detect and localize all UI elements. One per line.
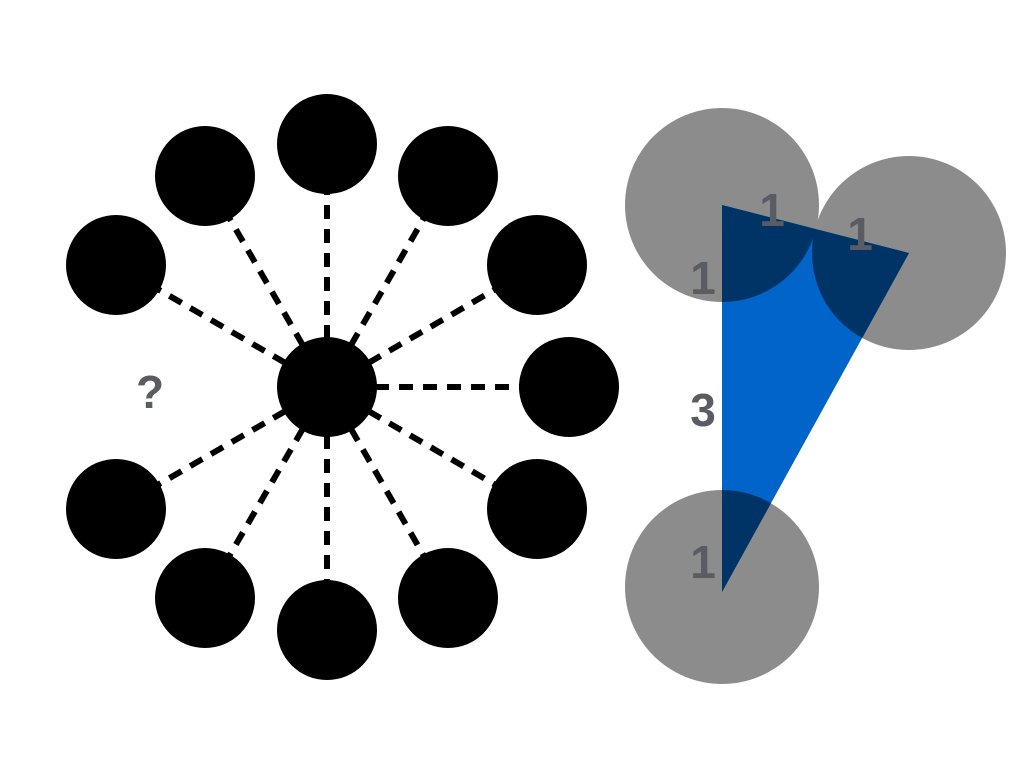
outer-circle — [277, 94, 377, 194]
edge-label: 1 — [690, 536, 716, 588]
outer-circle — [155, 126, 255, 226]
outer-circle — [519, 337, 619, 437]
edge-label: 1 — [759, 184, 785, 236]
overlap-region — [722, 205, 819, 302]
overlap-region — [812, 205, 909, 350]
edge-label: 1 — [847, 208, 873, 260]
outer-circle — [277, 580, 377, 680]
outer-circle — [66, 215, 166, 315]
center-circle — [277, 337, 377, 437]
outer-circle — [487, 215, 587, 315]
outer-circle — [398, 548, 498, 648]
outer-circle — [66, 459, 166, 559]
edge-label: 3 — [690, 384, 716, 436]
outer-circle — [487, 459, 587, 559]
edge-label: 1 — [690, 252, 716, 304]
outer-circle — [155, 548, 255, 648]
hub-and-spoke-figure: ? — [66, 94, 619, 680]
outer-circles — [66, 94, 619, 680]
outer-circle — [398, 126, 498, 226]
missing-circle-label: ? — [136, 366, 164, 418]
